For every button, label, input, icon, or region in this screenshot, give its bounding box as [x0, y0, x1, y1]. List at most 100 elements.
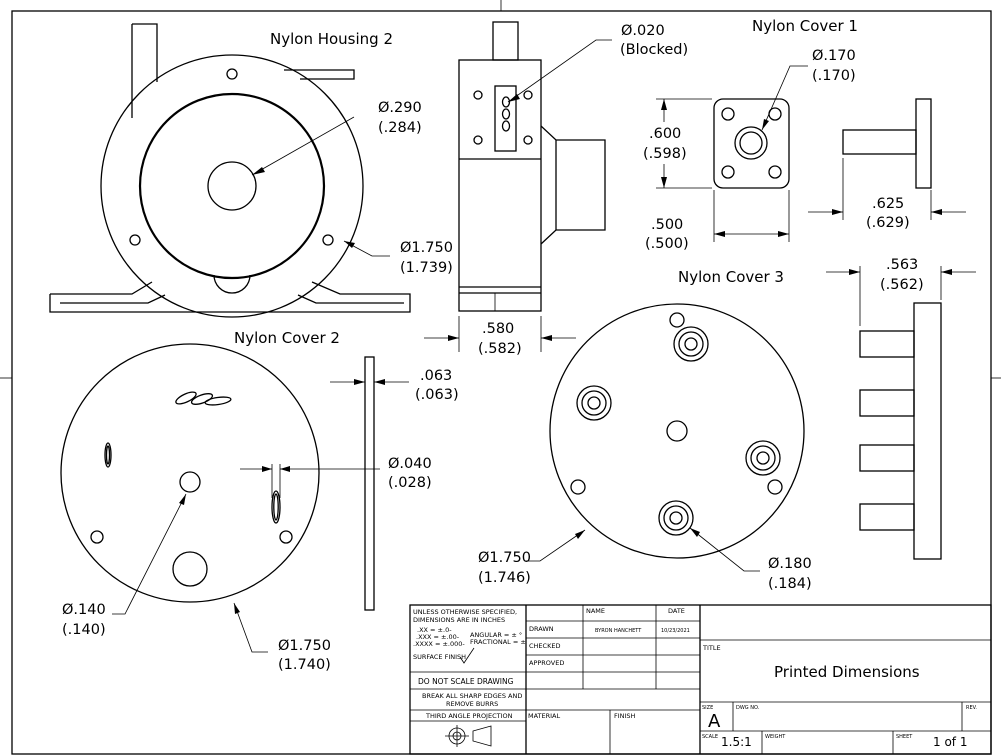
tb-break-edges-2: REMOVE BURRS — [446, 700, 498, 708]
third-angle-projection-icon — [445, 725, 492, 747]
cover2-side-view — [364, 356, 375, 611]
arrowhead — [661, 177, 667, 188]
cover3-boss-measured: (.184) — [768, 576, 812, 592]
arrowhead — [541, 335, 552, 341]
tb-scale: 1.5:1 — [721, 735, 752, 749]
tb-size: A — [708, 711, 721, 732]
cover2-od-nominal: Ø1.750 — [278, 638, 331, 654]
tb-angular: ANGULAR = ± ° — [470, 631, 522, 639]
housing-bore-nominal: Ø.290 — [378, 100, 422, 116]
tb-note-line1: UNLESS OTHERWISE SPECIFIED, — [413, 608, 517, 616]
housing-width-nominal: .580 — [482, 321, 514, 337]
cover2-front-view — [60, 343, 320, 603]
tb-rev-label: REV. — [966, 705, 977, 711]
cover1-side-view — [842, 98, 932, 189]
tb-weight-label: WEIGHT — [765, 734, 786, 740]
title-block — [409, 604, 992, 755]
housing2-title: Nylon Housing 2 — [270, 30, 393, 48]
tb-tol1: .XX = ±.0- — [417, 626, 452, 634]
housing2-front-view — [49, 23, 411, 318]
housing-od-nominal: Ø1.750 — [400, 240, 453, 256]
tb-size-label: SIZE — [702, 705, 713, 711]
tb-sheet: 1 of 1 — [933, 735, 967, 749]
arrowhead — [374, 379, 385, 385]
arrowhead — [575, 530, 585, 539]
tb-dwg-label: DWG NO. — [736, 705, 760, 711]
housing-bore-measured: (.284) — [378, 120, 422, 136]
arrowhead — [252, 167, 265, 175]
tb-tol2: .XXX = ±.00- — [416, 633, 460, 641]
tb-material-label: MATERIAL — [528, 712, 561, 720]
cover3-boss-leader — [689, 527, 760, 572]
cover3-od-nominal: Ø1.750 — [478, 550, 531, 566]
cover3-front-view — [549, 303, 805, 559]
arrowhead — [354, 379, 365, 385]
cover1-hole-leader — [761, 65, 808, 131]
tb-drawn-date: 10/23/2021 — [661, 628, 690, 634]
housing-bore-leader — [251, 116, 355, 176]
cover1-front-view — [713, 98, 790, 189]
cover1-hole-measured: (.170) — [812, 68, 856, 84]
cover1-hole-nominal: Ø.170 — [812, 48, 856, 64]
arrowhead — [778, 231, 789, 237]
tb-finish-label: FINISH — [614, 712, 636, 720]
cover2-hole-nominal: Ø.140 — [62, 602, 106, 618]
arrowhead — [344, 241, 355, 248]
tb-checked-label: CHECKED — [529, 642, 560, 650]
tb-break-edges-1: BREAK ALL SHARP EDGES AND — [422, 692, 522, 700]
cover2-slot-nominal: Ø.040 — [388, 456, 432, 472]
arrowhead — [931, 209, 942, 215]
housing-width-measured: (.582) — [478, 341, 522, 357]
tb-title: Printed Dimensions — [774, 663, 920, 681]
cover3-od-leader — [525, 529, 586, 562]
cover2-od-leader — [233, 602, 268, 653]
housing-od-leader — [343, 240, 390, 257]
tb-drawn-by: BYRON HANCHETT — [595, 628, 642, 634]
arrowhead — [690, 528, 700, 537]
cover2-hole-measured: (.140) — [62, 622, 106, 638]
tb-approved-label: APPROVED — [529, 659, 564, 667]
cover3-side-view — [859, 302, 942, 560]
cover1-height-measured: (.598) — [643, 146, 687, 162]
arrowhead — [448, 335, 459, 341]
cover1-length-measured: (.629) — [866, 215, 910, 231]
arrowhead — [661, 99, 667, 110]
tb-title-label: TITLE — [702, 644, 721, 652]
tb-tol3: .XXXX = ±.000- — [413, 640, 465, 648]
blocked-hole-leader — [507, 39, 612, 103]
tb-note-line2: DIMENSIONS ARE IN INCHES — [413, 616, 505, 624]
tb-projection: THIRD ANGLE PROJECTION — [425, 712, 513, 720]
surface-finish-icon — [459, 647, 475, 664]
arrowhead — [941, 269, 952, 275]
tb-sheet-label: SHEET — [896, 734, 913, 740]
arrowhead — [179, 494, 186, 505]
arrowhead — [262, 466, 272, 472]
arrowhead — [832, 209, 843, 215]
arrowhead — [714, 231, 725, 237]
cover2-thickness-measured: (.063) — [415, 387, 459, 403]
cover2-slot-measured: (.028) — [388, 475, 432, 491]
tb-scale-label: SCALE — [702, 734, 718, 740]
arrowhead — [849, 269, 860, 275]
arrowhead — [508, 94, 520, 102]
cover1-title: Nylon Cover 1 — [752, 17, 858, 35]
blocked-hole-measured: (Blocked) — [620, 42, 688, 58]
arrowhead — [762, 119, 769, 130]
cover3-length-nominal: .563 — [886, 257, 918, 273]
housing-od-measured: (1.739) — [400, 260, 453, 276]
tb-fractional: FRACTIONAL = ± — [470, 638, 526, 646]
housing2-side-view — [458, 21, 606, 312]
cover2-thickness-nominal: .063 — [420, 368, 452, 384]
cover3-title: Nylon Cover 3 — [678, 268, 784, 286]
cover1-width-nominal: .500 — [651, 217, 683, 233]
cover2-hole-leader — [112, 493, 187, 615]
cover1-height-nominal: .600 — [649, 126, 681, 142]
cover1-length-nominal: .625 — [872, 196, 904, 212]
tb-drawn-label: DRAWN — [529, 625, 554, 633]
tb-header-date: DATE — [668, 607, 685, 615]
arrowhead — [234, 603, 240, 614]
cover3-od-measured: (1.746) — [478, 570, 531, 586]
tb-surface-finish: SURFACE FINISH — [413, 653, 466, 661]
tb-do-not-scale: DO NOT SCALE DRAWING — [418, 677, 514, 686]
